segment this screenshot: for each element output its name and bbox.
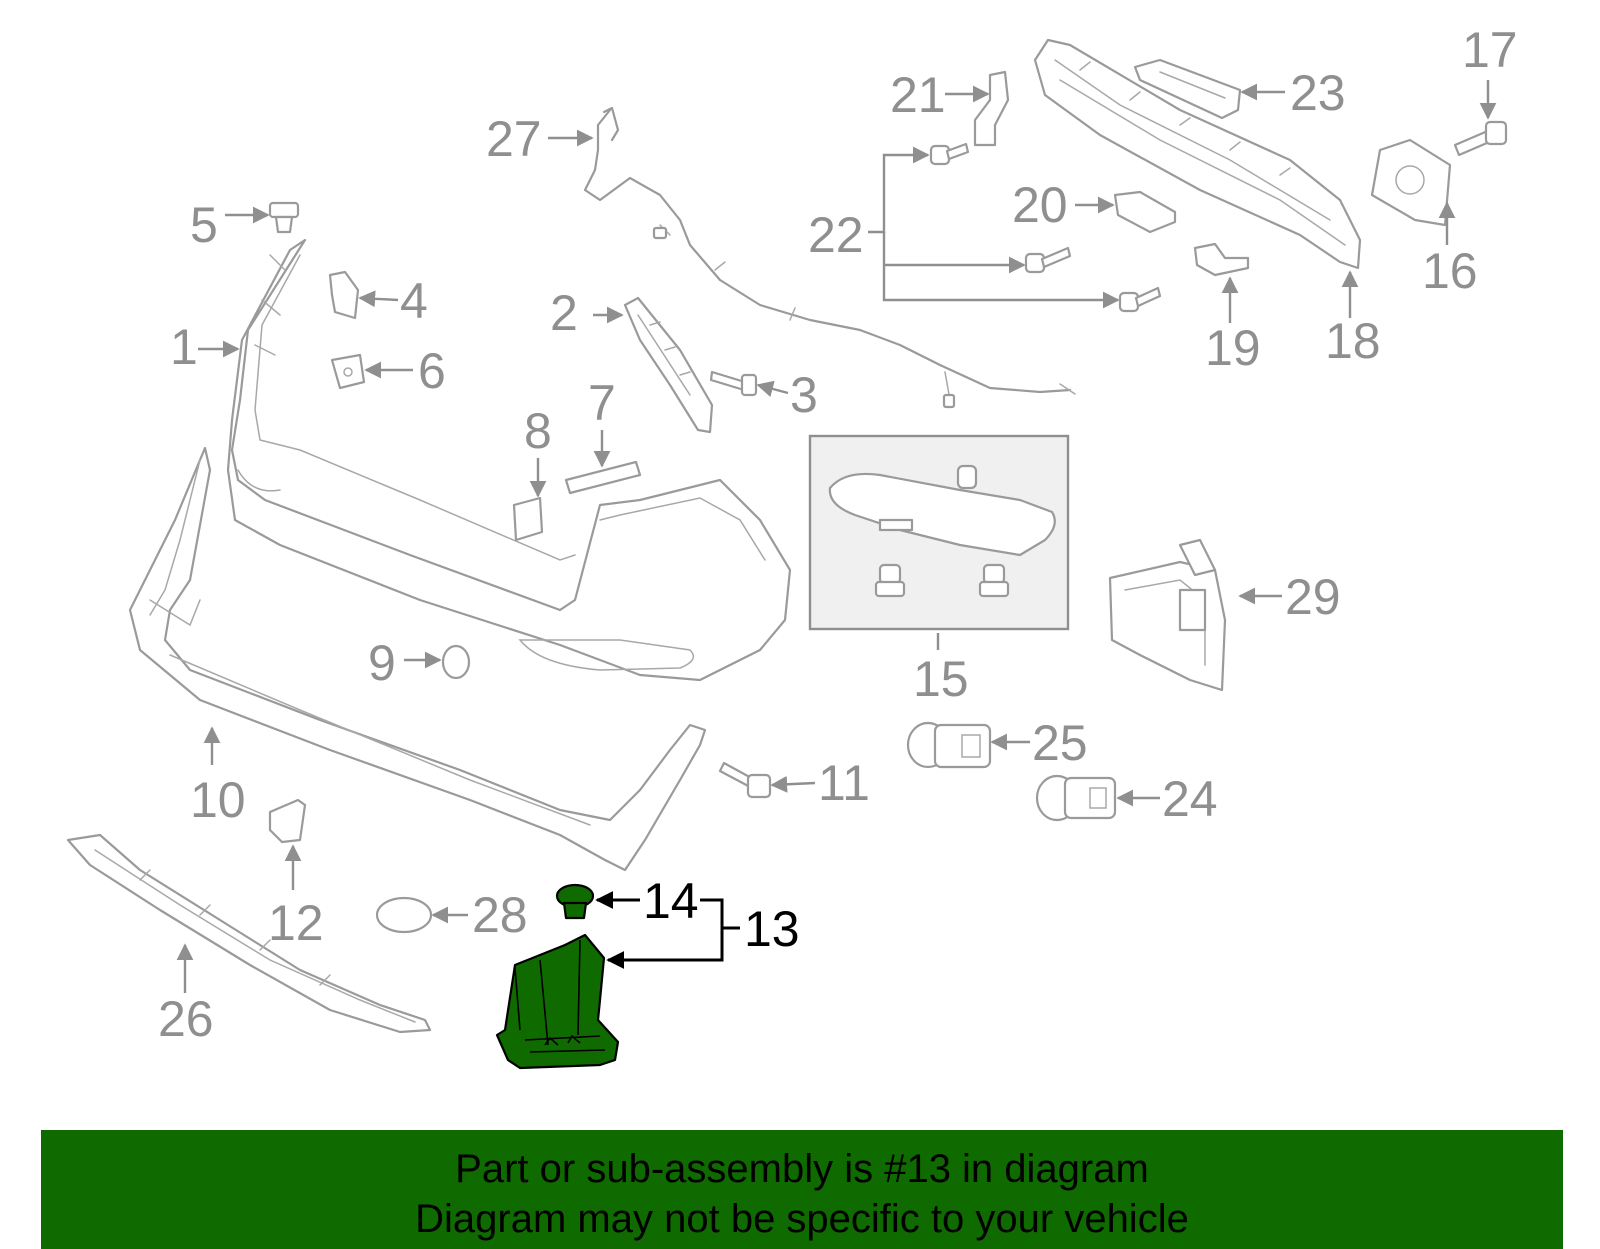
label-26: 26: [158, 991, 214, 1047]
label-12: 12: [268, 895, 324, 951]
part-2-bracket: [623, 296, 714, 434]
part-3-bolt: [709, 370, 758, 397]
part-9-plug: [441, 644, 471, 680]
label-17: 17: [1462, 22, 1518, 78]
label-21: 21: [890, 67, 946, 123]
leader-lines: [176, 80, 1497, 993]
highlight-leader-lines: [595, 891, 740, 969]
part-23-absorber: [1133, 58, 1242, 120]
label-20: 20: [1012, 177, 1068, 233]
label-4: 4: [400, 273, 428, 329]
label-16: 16: [1422, 243, 1478, 299]
label-22: 22: [808, 207, 864, 263]
part-19-bracket: [1193, 242, 1250, 277]
part-21-bracket: [973, 70, 1010, 147]
label-9: 9: [368, 635, 396, 691]
part-1-bumper-cover: [226, 238, 792, 682]
label-25: 25: [1032, 715, 1088, 771]
label-19: 19: [1205, 320, 1261, 376]
banner-line-1: Part or sub-assembly is #13 in diagram: [455, 1147, 1149, 1191]
label-2: 2: [550, 285, 578, 341]
part-6-nut: [330, 353, 366, 390]
part-28-grommet: [375, 896, 433, 934]
part-20-bracket: [1113, 190, 1177, 234]
part-10-lower-valance: [128, 446, 707, 872]
part-5-fastener: [268, 201, 300, 234]
part-7-strip: [564, 460, 642, 495]
label-15: 15: [913, 651, 969, 707]
label-18: 18: [1325, 313, 1381, 369]
label-13: 13: [744, 901, 800, 957]
part-11-bolt: [718, 761, 772, 799]
callout-labels: 1 2 3 4 5 6 7 8 9 10 11 12 13 14 15 16 1…: [158, 22, 1518, 1047]
part-4-clip: [328, 270, 360, 320]
part-22-bolts: [929, 142, 1162, 313]
label-8: 8: [524, 403, 552, 459]
part-16-bracket: [1370, 138, 1452, 227]
part-17-bolt: [1453, 120, 1508, 157]
label-1: 1: [170, 319, 198, 375]
part-29-sensor-bracket: [1108, 538, 1227, 692]
part-26-molding: [66, 833, 432, 1034]
label-27: 27: [486, 111, 542, 167]
banner-line-2: Diagram may not be specific to your vehi…: [415, 1197, 1189, 1241]
part-8-pad: [512, 496, 544, 542]
info-banner: Part or sub-assembly is #13 in diagram D…: [41, 1130, 1563, 1249]
label-29: 29: [1285, 569, 1341, 625]
part-27-wiring-harness: [583, 106, 1076, 409]
label-14: 14: [643, 873, 699, 929]
part-12-cap: [268, 798, 307, 844]
part-18-reinforcement: [1033, 38, 1362, 270]
part-25-sensor: [906, 721, 992, 769]
label-5: 5: [190, 197, 218, 253]
label-3: 3: [790, 367, 818, 423]
label-28: 28: [472, 887, 528, 943]
part-24-sensor: [1035, 774, 1117, 822]
part-15-lamp-box: [808, 434, 1070, 631]
part-14-grommet-highlighted: [555, 883, 595, 920]
part-13-splash-shield-highlighted: [495, 933, 620, 1070]
label-10: 10: [190, 772, 246, 828]
label-23: 23: [1290, 65, 1346, 121]
label-7: 7: [588, 375, 616, 431]
label-6: 6: [418, 343, 446, 399]
label-24: 24: [1162, 771, 1218, 827]
label-11: 11: [818, 755, 870, 811]
